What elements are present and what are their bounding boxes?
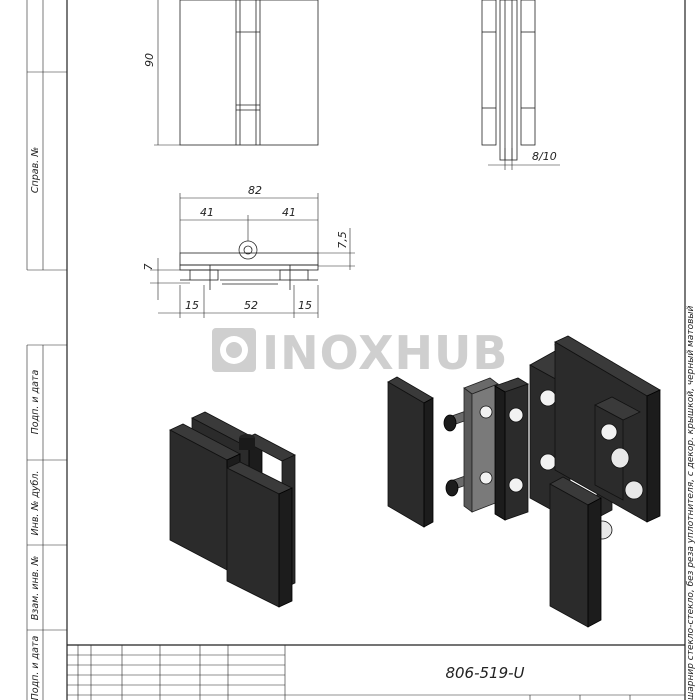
- assembled-hinge-view: [169, 411, 296, 608]
- stamp-podp-data-1: Подп. и дата: [30, 369, 41, 434]
- dim-overall-width: 82: [248, 184, 262, 197]
- side-view: 8/10: [481, 0, 560, 170]
- dim-base-offset: 7: [142, 264, 155, 271]
- front-view: 90: [143, 0, 319, 146]
- dim-edge-right: 15: [298, 299, 312, 312]
- dim-gap: 52: [244, 299, 258, 312]
- dim-height: 90: [143, 53, 156, 67]
- top-view: 82 41 41 7,5 7 15 52 15: [142, 184, 355, 318]
- dim-plate-offset: 7,5: [336, 231, 349, 249]
- stamp-sprav: Справ. №: [30, 147, 41, 193]
- sheet-frame: [66, 0, 686, 700]
- left-stamp-column: Справ. № Подп. и дата Инв. № дубл. Взам.…: [26, 0, 67, 700]
- dim-half-left: 41: [200, 206, 214, 219]
- dim-edge-left: 15: [185, 299, 199, 312]
- watermark: INOXHUB: [212, 326, 508, 380]
- right-note: шарнир стекло-стекло, без реза уплотните…: [686, 305, 696, 700]
- dim-half-right: 41: [282, 206, 296, 219]
- drawing-code: 806-519-U: [445, 664, 524, 682]
- stamp-podp-data-2: Подп. и дата: [30, 635, 41, 700]
- title-block: 806-519-U: [67, 644, 685, 700]
- stamp-inv-dubl: Инв. № дубл.: [30, 471, 41, 536]
- dim-thickness: 8/10: [532, 150, 557, 163]
- exploded-hinge-view: [387, 335, 661, 628]
- watermark-text: INOXHUB: [262, 326, 508, 380]
- stamp-vzam-inv: Взам. инв. №: [30, 556, 41, 621]
